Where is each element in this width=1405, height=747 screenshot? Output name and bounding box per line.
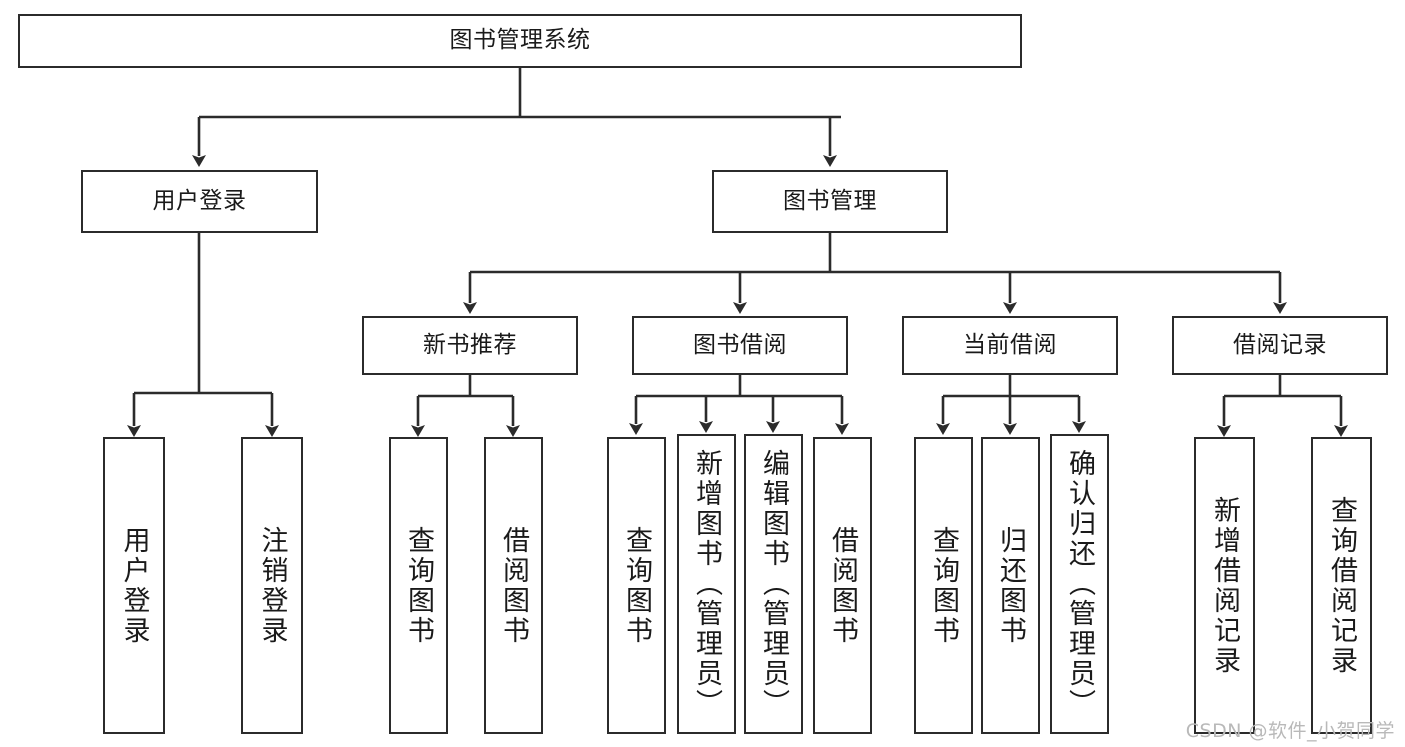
leaf-borrow-book-2[interactable]: 借阅图书 xyxy=(813,437,872,734)
leaf-add-book-label: 新增图书（管理员） xyxy=(691,449,722,719)
node-new-book-recommend-label: 新书推荐 xyxy=(423,331,517,358)
leaf-borrow-book-1[interactable]: 借阅图书 xyxy=(484,437,543,734)
node-current-borrow-label: 当前借阅 xyxy=(963,331,1057,358)
leaf-logout-label: 注销登录 xyxy=(256,525,288,646)
node-book-borrow-label: 图书借阅 xyxy=(693,331,787,358)
leaf-query-record-label: 查询借阅记录 xyxy=(1326,495,1357,676)
leaf-logout[interactable]: 注销登录 xyxy=(241,437,303,734)
leaf-add-book[interactable]: 新增图书（管理员） xyxy=(677,434,736,734)
leaf-borrow-book-1-label: 借阅图书 xyxy=(498,525,529,646)
node-root-label: 图书管理系统 xyxy=(449,27,591,54)
leaf-query-book-3[interactable]: 查询图书 xyxy=(914,437,973,734)
leaf-confirm-return[interactable]: 确认归还（管理员） xyxy=(1050,434,1109,734)
node-current-borrow[interactable]: 当前借阅 xyxy=(902,316,1118,375)
leaf-add-record-label: 新增借阅记录 xyxy=(1209,495,1240,676)
leaf-query-book-1[interactable]: 查询图书 xyxy=(389,437,448,734)
csdn-watermark: CSDN @软件_小贺同学 xyxy=(1185,720,1395,742)
leaf-edit-book-label: 编辑图书（管理员） xyxy=(758,449,789,719)
leaf-query-book-3-label: 查询图书 xyxy=(928,525,959,646)
leaf-edit-book[interactable]: 编辑图书（管理员） xyxy=(744,434,803,734)
leaf-query-record[interactable]: 查询借阅记录 xyxy=(1311,437,1372,734)
node-new-book-recommend[interactable]: 新书推荐 xyxy=(362,316,578,375)
node-book-manage-label: 图书管理 xyxy=(783,187,877,214)
leaf-user-login-label: 用户登录 xyxy=(118,525,150,646)
leaf-query-book-2[interactable]: 查询图书 xyxy=(607,437,666,734)
node-book-borrow[interactable]: 图书借阅 xyxy=(632,316,848,375)
leaf-borrow-book-2-label: 借阅图书 xyxy=(827,525,858,646)
leaf-return-book-label: 归还图书 xyxy=(995,525,1026,646)
node-user-login[interactable]: 用户登录 xyxy=(81,170,318,233)
leaf-confirm-return-label: 确认归还（管理员） xyxy=(1064,449,1095,719)
leaf-query-book-2-label: 查询图书 xyxy=(621,525,652,646)
node-borrow-record[interactable]: 借阅记录 xyxy=(1172,316,1388,375)
leaf-user-login[interactable]: 用户登录 xyxy=(103,437,165,734)
node-root[interactable]: 图书管理系统 xyxy=(18,14,1022,68)
leaf-query-book-1-label: 查询图书 xyxy=(403,525,434,646)
leaf-return-book[interactable]: 归还图书 xyxy=(981,437,1040,734)
node-borrow-record-label: 借阅记录 xyxy=(1233,331,1327,358)
leaf-add-record[interactable]: 新增借阅记录 xyxy=(1194,437,1255,734)
node-book-manage[interactable]: 图书管理 xyxy=(712,170,948,233)
node-user-login-label: 用户登录 xyxy=(152,187,247,214)
